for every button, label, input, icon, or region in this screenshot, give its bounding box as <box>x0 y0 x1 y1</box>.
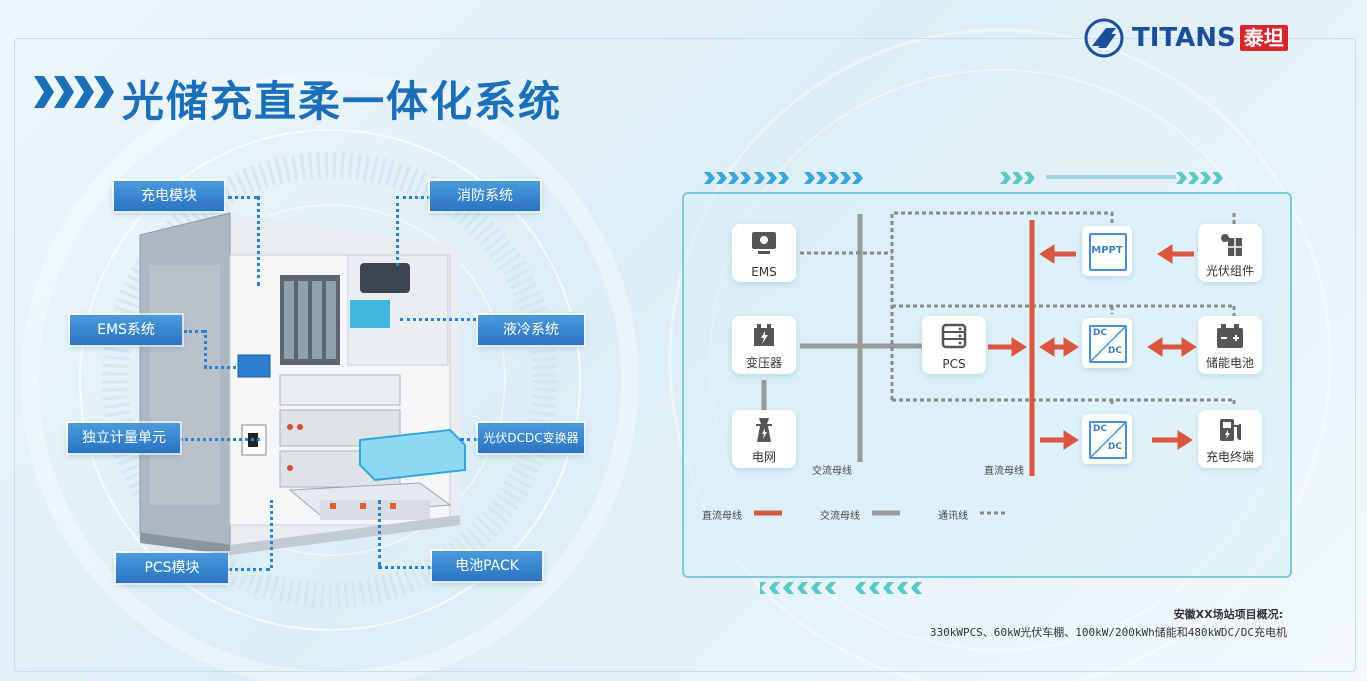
node-ems-label: EMS <box>751 265 777 279</box>
node-mppt-label: MPPT <box>1091 245 1123 256</box>
callout-metering-unit: 独立计量单元 <box>66 421 180 453</box>
connector-ems <box>184 330 204 333</box>
solar-panel-icon <box>1221 234 1242 256</box>
connector-pcs <box>228 568 270 571</box>
node-pcs-label: PCS <box>942 357 966 371</box>
callout-charging-module: 充电模块 <box>112 179 224 211</box>
dcdc-box-icon <box>1089 325 1127 363</box>
mppt-box-icon <box>1089 233 1127 271</box>
page-title: 光储充直柔一体化系统 <box>122 77 563 126</box>
node-dcdc-charging: DC DC <box>1082 414 1132 464</box>
panel-bottom-chevrons <box>760 582 922 594</box>
node-storage-battery-label: 储能电池 <box>1205 356 1254 370</box>
dcdc-2-bottom-label: DC <box>1108 442 1123 452</box>
monitor-icon <box>752 232 776 254</box>
callout-pcs-module: PCS模块 <box>114 551 228 583</box>
connector-fire <box>396 196 430 199</box>
project-info-title: 安徽XX场站项目概况: <box>1173 608 1283 621</box>
connector-meter <box>180 438 260 441</box>
company-logo: TITANS 泰坦 <box>1084 18 1288 58</box>
ac-bus-label: 交流母线 <box>812 466 852 477</box>
panel-top-chevrons-left <box>704 172 863 184</box>
connector-ems-v <box>204 330 207 368</box>
node-dcdc-storage: DC DC <box>1082 318 1132 368</box>
transformer-icon <box>754 324 774 346</box>
cabinet-illustration <box>139 212 466 555</box>
legend-dc-label: 直流母线 <box>702 511 742 522</box>
node-storage-battery: 储能电池 <box>1198 316 1262 374</box>
node-pv-module-label: 光伏组件 <box>1205 264 1254 278</box>
dc-bus-label: 直流母线 <box>984 466 1024 477</box>
node-transformer-label: 变压器 <box>745 356 782 370</box>
logo-cn-text: 泰坦 <box>1239 25 1288 51</box>
legend-comm-label: 通讯线 <box>938 511 968 522</box>
callout-liquid-cooling: 液冷系统 <box>476 313 584 345</box>
node-ems: EMS <box>732 224 796 282</box>
title-chevron-icon <box>34 76 114 108</box>
dcdc-box-icon <box>1089 421 1127 459</box>
connector-pvdcdc <box>460 438 478 441</box>
callout-ems-system: EMS系统 <box>68 313 182 345</box>
connector-liquid <box>400 318 476 321</box>
dcdc-1-bottom-label: DC <box>1108 346 1123 356</box>
callout-battery-pack: 电池PACK <box>430 549 542 581</box>
dcdc-1-top-label: DC <box>1093 328 1108 338</box>
diagonal-icon <box>1091 423 1125 457</box>
connector-ems-h2 <box>204 366 254 369</box>
node-charging-terminal-label: 充电终端 <box>1205 450 1254 464</box>
node-charging-terminal: 充电终端 <box>1198 410 1262 468</box>
legend-ac-label: 交流母线 <box>820 511 860 522</box>
dcdc-2-top-label: DC <box>1093 424 1108 434</box>
node-pv-module: 光伏组件 <box>1198 224 1262 282</box>
titans-logo-icon <box>1084 18 1124 58</box>
logo-text: TITANS <box>1132 23 1236 53</box>
node-grid-label: 电网 <box>751 450 776 464</box>
connector-battery-v <box>378 500 381 566</box>
ev-charger-icon <box>1220 419 1241 441</box>
node-transformer: 变压器 <box>732 316 796 374</box>
connector-charging-v <box>257 196 260 286</box>
node-grid: 电网 <box>732 410 796 468</box>
connector-battery <box>378 566 432 569</box>
node-mppt: MPPT <box>1082 226 1132 276</box>
callout-fire-system: 消防系统 <box>428 179 540 211</box>
page-frame <box>14 38 1356 672</box>
connector-charging <box>228 196 258 199</box>
diagonal-icon <box>1091 327 1125 361</box>
server-icon <box>941 323 967 349</box>
node-pcs: PCS <box>922 316 986 374</box>
connector-pcs-v <box>270 500 273 568</box>
callout-pv-dcdc: 光伏DCDC变换器 <box>476 421 584 453</box>
battery-icon <box>1217 324 1243 348</box>
connector-fire-v <box>396 196 399 266</box>
panel-top-chevrons-right <box>1000 172 1223 184</box>
power-tower-icon <box>756 418 772 442</box>
project-info-body: 330kWPCS、60kW光伏车棚、100kW/200kWh储能和480kWDC… <box>929 626 1287 639</box>
